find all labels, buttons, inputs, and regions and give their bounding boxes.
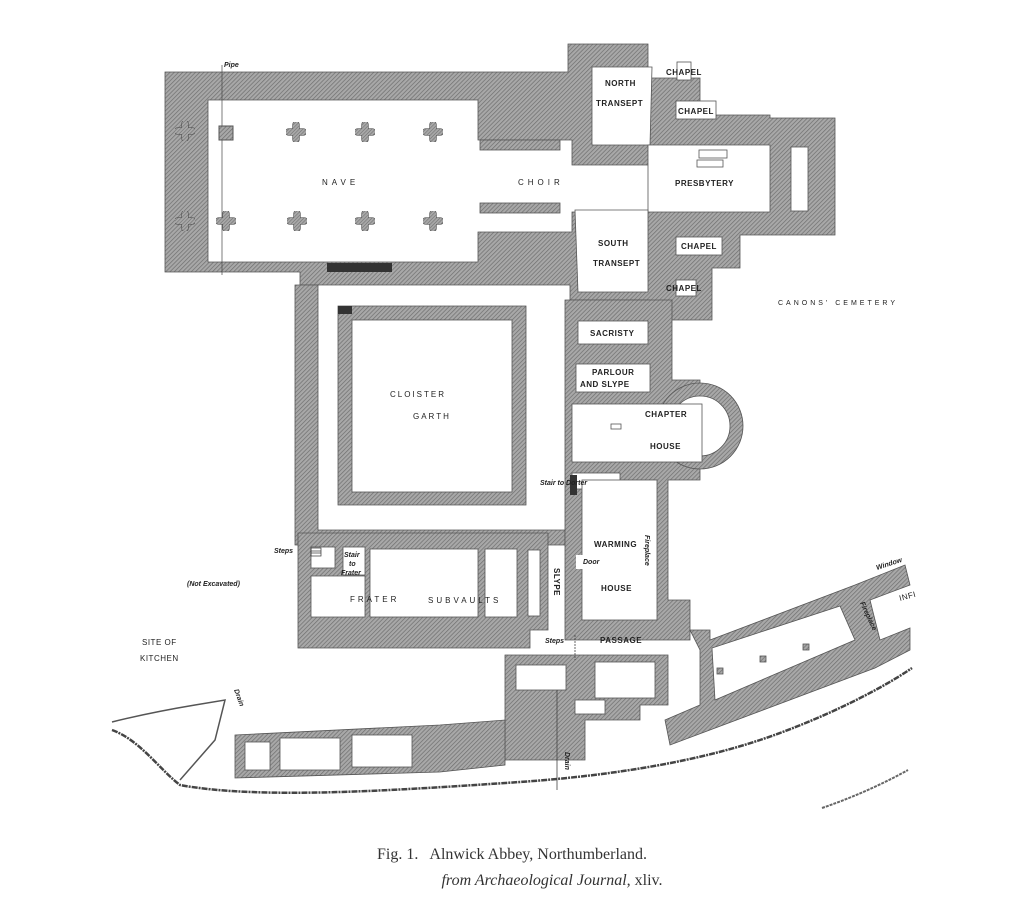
steps-icon: [310, 547, 322, 557]
label-steps: Steps: [545, 638, 564, 645]
label-chapel: CHAPEL: [681, 242, 717, 251]
chapter-slab: [610, 423, 622, 430]
infirmary-pier: [802, 643, 810, 651]
chapter-house-room: [571, 403, 703, 463]
infirmary-pier: [716, 667, 724, 675]
label-cloister-garth: GARTH: [413, 412, 451, 421]
presbytery: [647, 144, 771, 213]
label-presbytery: PRESBYTERY: [675, 179, 734, 188]
frater-subvault-1: [369, 548, 479, 618]
label-fireplace: Fireplace: [643, 535, 650, 566]
label-infirmary: INFI: [898, 590, 917, 603]
label-frater: FRATER: [350, 595, 399, 604]
figure-source: from Archaeological Journal, xliv.: [0, 872, 1024, 890]
nave-pier-square: [218, 125, 234, 141]
stair-frater-room: [342, 546, 366, 576]
label-warming-house: HOUSE: [601, 584, 632, 593]
chapel-3-room: [675, 236, 723, 256]
stair-dark: [570, 475, 577, 495]
door-gap: [576, 555, 584, 569]
frater-west-room: [310, 575, 366, 618]
south-buildings: [111, 564, 913, 809]
label-canons-cemetery: CANONS' CEMETERY: [778, 300, 898, 307]
river-bank-lower: [821, 769, 909, 809]
frater-subvault-3: [527, 549, 541, 617]
label-stair-frater: to: [349, 561, 356, 568]
label-door: Door: [583, 559, 601, 566]
label-pipe: Pipe: [224, 62, 239, 69]
label-drain: Drain: [563, 752, 570, 770]
label-subvaults: SUBVAULTS: [428, 596, 501, 605]
label-site-of-kitchen: SITE OF: [142, 638, 177, 647]
label-chapel: CHAPEL: [678, 107, 714, 116]
altar: [698, 149, 728, 159]
label-sacristy: SACRISTY: [590, 329, 635, 338]
cloister: [294, 284, 566, 546]
garth-corner: [338, 306, 352, 314]
warming-house-room: [581, 479, 658, 621]
label-chapter-house: HOUSE: [650, 442, 681, 451]
steps-room: [310, 546, 336, 569]
label-chapel: CHAPEL: [666, 284, 702, 293]
label-chapter-house: CHAPTER: [645, 410, 687, 419]
south-room-1: [244, 741, 271, 771]
label-parlour: PARLOUR: [592, 368, 634, 377]
label-warming-house: WARMING: [594, 540, 637, 549]
choir-stall-north: [479, 139, 561, 151]
label-north-transept: TRANSEPT: [596, 99, 643, 108]
cloister-garth: [351, 319, 513, 493]
figure-caption: Fig. 1. Alnwick Abbey, Northumberland.: [376, 846, 648, 863]
label-site-of-kitchen: KITCHEN: [140, 654, 179, 663]
label-parlour: AND SLYPE: [580, 380, 630, 389]
label-cloister-garth: CLOISTER: [390, 390, 446, 399]
label-steps: Steps: [274, 548, 293, 555]
label-drain: Drain: [232, 688, 245, 707]
source-volume: xliv.: [634, 872, 663, 889]
label-north-transept: NORTH: [605, 79, 636, 88]
east-range: [564, 299, 744, 641]
frater-range: [297, 532, 549, 649]
parlour-room: [575, 363, 651, 393]
chapel-1-room: [676, 61, 692, 81]
label-choir: CHOIR: [518, 178, 564, 187]
east-recess: [790, 146, 809, 212]
infirmary-pier: [759, 655, 767, 663]
sacristy-room: [577, 320, 649, 345]
label-chapel: CHAPEL: [666, 68, 702, 77]
source-journal: from Archaeological Journal,: [441, 872, 631, 889]
label-stair-frater: Stair: [344, 552, 361, 559]
passage-room-1: [515, 664, 567, 691]
south-room-3: [351, 734, 413, 768]
label-passage: PASSAGE: [600, 636, 642, 645]
passage-room-2: [594, 661, 656, 699]
river-bank: [111, 666, 913, 794]
altar-step: [696, 159, 724, 168]
south-room-2: [279, 737, 341, 771]
label-nave: NAVE: [322, 178, 359, 187]
pulpitum-dark: [327, 263, 392, 272]
floor-plan: NAVE CHOIR NORTH TRANSEPT CHAPEL CHAPEL …: [111, 43, 917, 809]
label-not-excavated: (Not Excavated): [187, 581, 241, 588]
frater-subvault-2: [484, 548, 518, 618]
choir-stall-south: [479, 202, 561, 214]
label-slype: SLYPE: [552, 568, 561, 596]
church: [164, 43, 836, 321]
label-south-transept: TRANSEPT: [593, 259, 640, 268]
west-bank: [111, 699, 227, 781]
label-south-transept: SOUTH: [598, 239, 629, 248]
passage-room-3: [574, 699, 606, 715]
label-stair-frater: Frater: [341, 570, 362, 577]
chapel-4-room: [675, 279, 697, 297]
south-transept: [574, 209, 649, 293]
chapel-2-room: [675, 100, 717, 120]
infirmary-hall: [711, 605, 856, 701]
label-stair-dorter: Stair to Dorter: [540, 480, 588, 487]
